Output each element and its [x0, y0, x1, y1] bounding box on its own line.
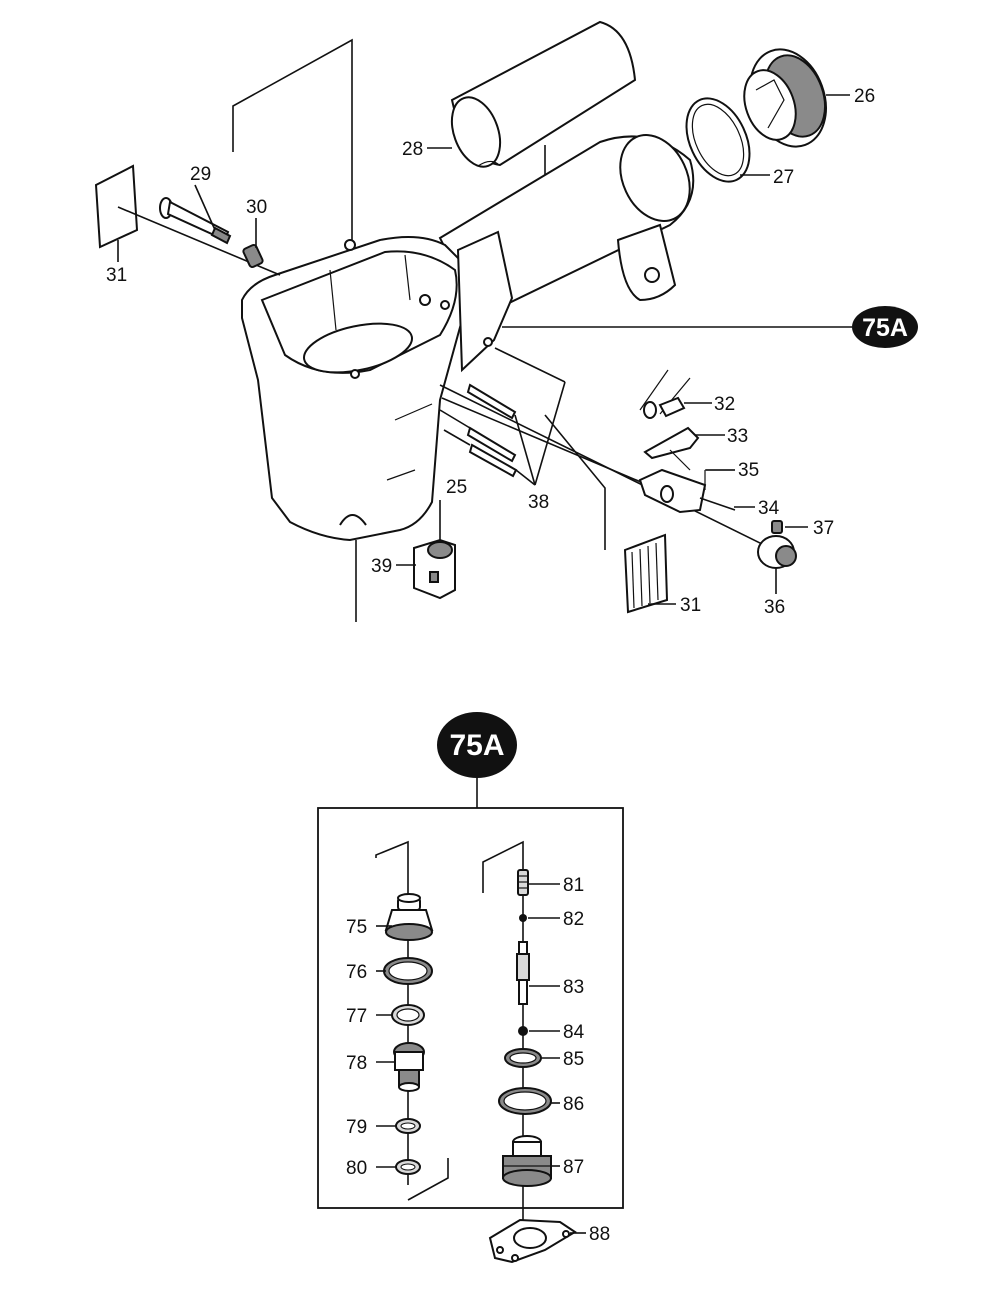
label-part-77: 77 — [346, 1006, 367, 1027]
stem-part-83 — [516, 941, 530, 1005]
label-part-28: 28 — [402, 139, 423, 160]
trigger-assembly — [439, 369, 771, 549]
label-part-84: 84 — [563, 1022, 585, 1043]
pin-group-part-38 — [439, 347, 566, 486]
valve-part-87 — [502, 1135, 552, 1187]
label-part-79: 79 — [346, 1117, 367, 1138]
label-part-76: 76 — [346, 962, 367, 983]
detail-badge-label: 75A — [449, 729, 504, 762]
label-part-87: 87 — [563, 1157, 584, 1178]
label-part-35: 35 — [738, 460, 759, 481]
detail-75a: 75A — [317, 712, 624, 1264]
label-part-38: 38 — [528, 492, 549, 513]
label-part-33: 33 — [727, 426, 748, 447]
label-part-75: 75 — [346, 917, 367, 938]
main-assembly: 26 27 28 29 30 31 32 33 35 34 37 36 31 3… — [94, 20, 918, 622]
callout-badge-75a-detail: 75A — [437, 712, 517, 778]
block-part-39 — [413, 500, 456, 600]
label-part-78: 78 — [346, 1053, 367, 1074]
callout-badge-label: 75A — [862, 314, 908, 342]
valve-part-78 — [393, 1042, 425, 1092]
label-part-85: 85 — [563, 1049, 584, 1070]
label-part-86: 86 — [563, 1094, 584, 1115]
ball-part-82 — [519, 914, 527, 922]
sleeve-part-28 — [450, 20, 637, 185]
valve-part-75 — [384, 893, 434, 941]
label-part-30: 30 — [246, 197, 267, 218]
callout-badge-75a-main: 75A — [852, 306, 918, 348]
spring-part-30 — [242, 243, 264, 269]
label-part-83: 83 — [563, 977, 584, 998]
detail-frame — [317, 807, 624, 1209]
o-ring-part-27 — [685, 97, 751, 183]
main-housing — [241, 230, 514, 542]
knob-part-36 — [757, 520, 797, 569]
label-part-26: 26 — [854, 86, 875, 107]
label-part-29: 29 — [190, 164, 211, 185]
label-part-80: 80 — [346, 1158, 367, 1179]
label-part-34: 34 — [758, 498, 780, 519]
ball-part-84 — [518, 1026, 528, 1036]
label-part-25: 25 — [446, 477, 467, 498]
label-part-31-left: 31 — [106, 265, 127, 286]
label-part-82: 82 — [563, 909, 584, 930]
cap-part-26 — [743, 48, 827, 148]
label-part-31-right: 31 — [680, 595, 701, 616]
label-part-39: 39 — [371, 556, 392, 577]
label-part-27: 27 — [773, 167, 794, 188]
label-part-36: 36 — [764, 597, 785, 618]
plate-part-31-right — [623, 533, 669, 614]
bolt-part-29 — [159, 197, 232, 245]
label-part-88: 88 — [589, 1224, 610, 1245]
label-part-32: 32 — [714, 394, 735, 415]
label-part-81: 81 — [563, 875, 584, 896]
label-part-37: 37 — [813, 518, 834, 539]
spring-part-81 — [517, 869, 529, 896]
bracket-part-88 — [488, 1218, 577, 1264]
